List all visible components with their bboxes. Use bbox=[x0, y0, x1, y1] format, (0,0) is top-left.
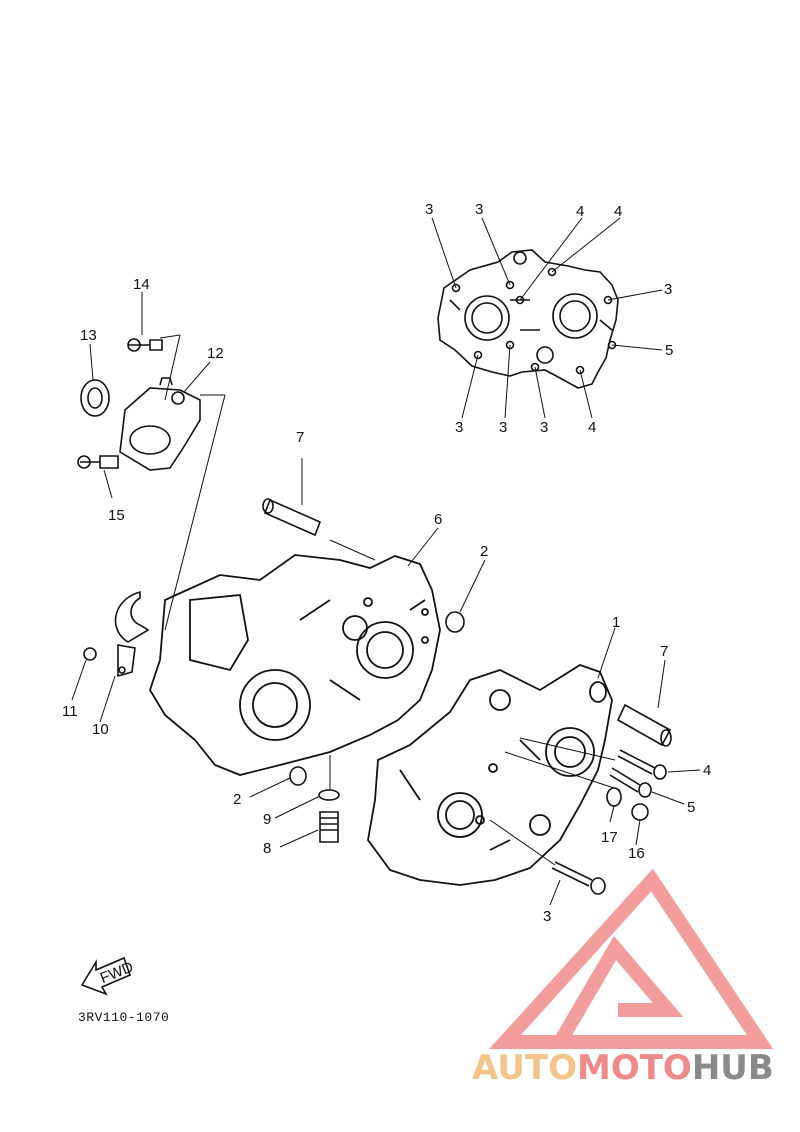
drain-bolt-assembly bbox=[318, 789, 340, 843]
part-number-11: 11 bbox=[62, 703, 78, 720]
part-number-3: 3 bbox=[664, 281, 672, 298]
leader-lines-left bbox=[71, 458, 486, 848]
retainer-plate bbox=[83, 590, 150, 678]
part-number-7: 7 bbox=[296, 429, 304, 446]
part-number-3: 3 bbox=[543, 908, 551, 925]
part-number-12: 12 bbox=[207, 345, 224, 362]
part-number-5: 5 bbox=[665, 342, 673, 359]
dowel-pin-right bbox=[616, 703, 672, 747]
dowel-small bbox=[289, 611, 465, 786]
cover-assembly bbox=[77, 338, 201, 471]
watermark-moto: MOTO bbox=[576, 1048, 692, 1088]
part-number-7: 7 bbox=[660, 643, 668, 660]
part-number-4: 4 bbox=[576, 203, 584, 220]
leader-lines-inner bbox=[431, 217, 663, 419]
watermark-hub: HUB bbox=[691, 1048, 774, 1088]
crankcase-inner-view bbox=[437, 249, 619, 389]
part-number-10: 10 bbox=[92, 721, 109, 738]
part-number-4: 4 bbox=[703, 762, 711, 779]
leader-lines-cover bbox=[89, 292, 226, 631]
part-number-8: 8 bbox=[263, 840, 271, 857]
right-crankcase-half bbox=[367, 664, 613, 886]
part-number-3: 3 bbox=[540, 419, 548, 436]
part-number-4: 4 bbox=[588, 419, 596, 436]
fwd-arrow-icon: FWD bbox=[80, 956, 136, 996]
part-number-1: 1 bbox=[612, 614, 620, 631]
part-number-2: 2 bbox=[480, 543, 488, 560]
leader-lines-right bbox=[489, 627, 701, 906]
watermark-auto: AUTO bbox=[472, 1048, 577, 1088]
part-number-3: 3 bbox=[455, 419, 463, 436]
part-number-4: 4 bbox=[614, 203, 622, 220]
part-number-9: 9 bbox=[263, 811, 271, 828]
dowel-pin-upper bbox=[262, 498, 322, 537]
left-crankcase-half bbox=[149, 554, 441, 776]
fwd-label: FWD bbox=[98, 958, 136, 987]
part-number-3: 3 bbox=[475, 201, 483, 218]
part-number-6: 6 bbox=[434, 511, 442, 528]
part-number-3: 3 bbox=[425, 201, 433, 218]
part-number-labels: 1 2 2 3 3 3 3 3 3 3 4 4 4 4 5 5 6 7 7 8 … bbox=[62, 201, 711, 925]
part-number-13: 13 bbox=[80, 327, 97, 344]
watermark-logo-icon bbox=[489, 868, 774, 1049]
part-number-3: 3 bbox=[499, 419, 507, 436]
watermark-brand-text: AUTOMOTOHUB bbox=[472, 1048, 774, 1088]
part-number-15: 15 bbox=[108, 507, 125, 524]
part-number-14: 14 bbox=[133, 276, 150, 293]
part-number-16: 16 bbox=[628, 845, 645, 862]
bolts-right bbox=[551, 749, 667, 895]
part-number-5: 5 bbox=[687, 799, 695, 816]
diagram-code: 3RV110-1070 bbox=[78, 1010, 170, 1025]
part-number-2: 2 bbox=[233, 791, 241, 808]
part-number-17: 17 bbox=[601, 829, 618, 846]
